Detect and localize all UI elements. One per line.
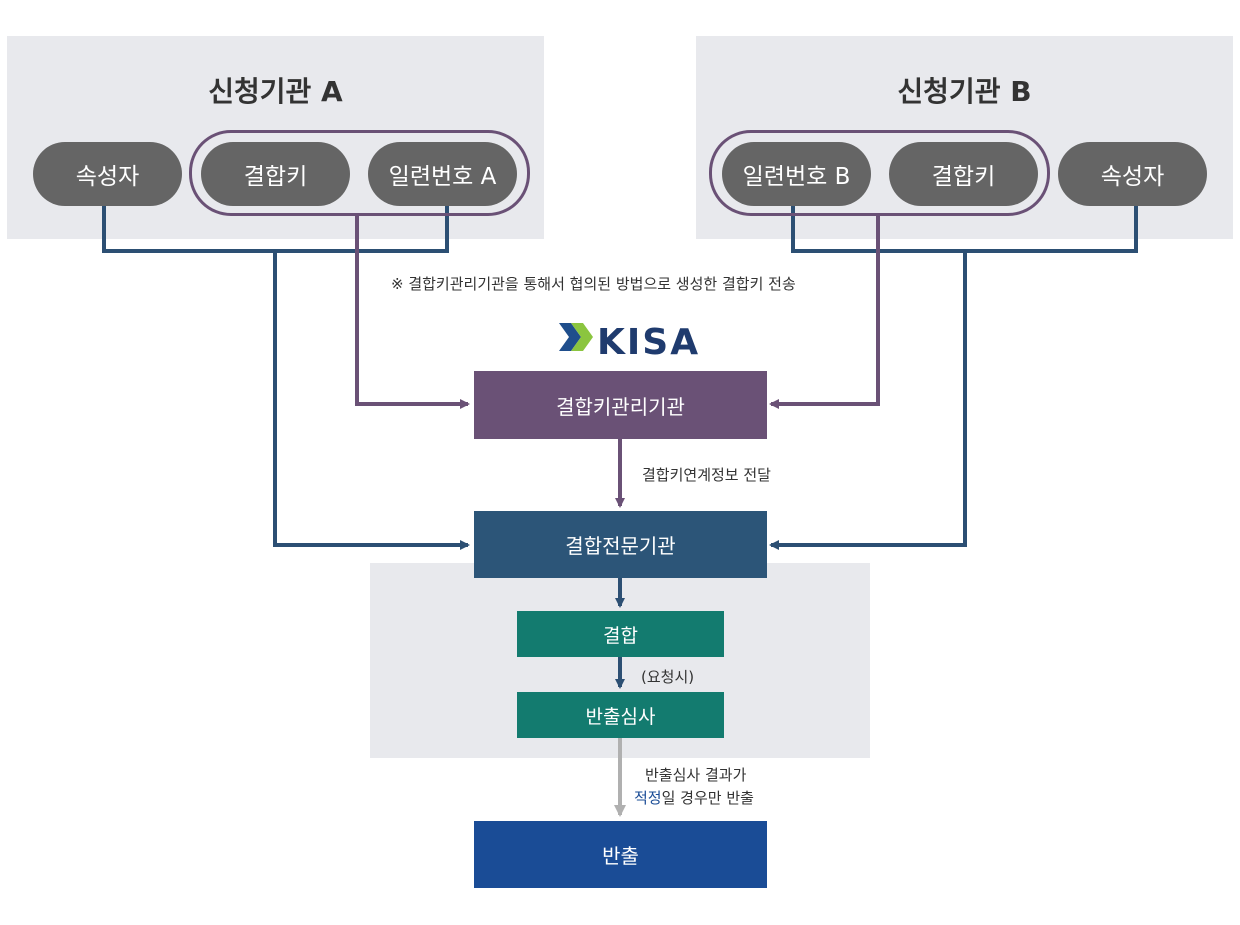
review-note-line2: 적정일 경우만 반출 [634, 787, 754, 808]
expert-agency-box: 결합전문기관 [474, 511, 767, 578]
review-note-highlight: 적정 [634, 789, 662, 807]
export-review-box: 반출심사 [517, 692, 724, 738]
org-b-key-arrow [769, 214, 880, 409]
org-a-to-expert-arrow [273, 251, 470, 550]
org-b-attr-pill: 속성자 [1058, 142, 1207, 206]
kisa-logo: KISA [559, 322, 700, 361]
org-a-key-arrow [355, 214, 470, 409]
relay-note: 결합키연계정보 전달 [642, 466, 771, 484]
org-b-to-expert-arrow [769, 251, 967, 550]
org-b-key-group [709, 130, 1050, 216]
org-a-attr-pill: 속성자 [33, 142, 182, 206]
org-b-serial-pill: 일련번호 B [722, 142, 871, 206]
combine-box: 결합 [517, 611, 724, 657]
org-a-key-group [189, 130, 530, 216]
org-a-key-pill: 결합키 [201, 142, 350, 206]
org-b-key-pill: 결합키 [889, 142, 1038, 206]
review-note-rest: 일 경우만 반출 [661, 789, 754, 807]
export-box: 반출 [474, 821, 767, 888]
transfer-note: ※ 결합키관리기관을 통해서 협의된 방법으로 생성한 결합키 전송 [391, 275, 796, 293]
org-a-serial-pill: 일련번호 A [368, 142, 517, 206]
key-management-agency-box: 결합키관리기관 [474, 371, 767, 439]
review-note-line1: 반출심사 결과가 [645, 766, 747, 784]
org-b-title: 신청기관 B [897, 75, 1032, 108]
kisa-logo-text: KISA [597, 322, 700, 361]
on-request-note: (요청시) [641, 668, 695, 686]
org-a-title: 신청기관 A [208, 75, 343, 108]
